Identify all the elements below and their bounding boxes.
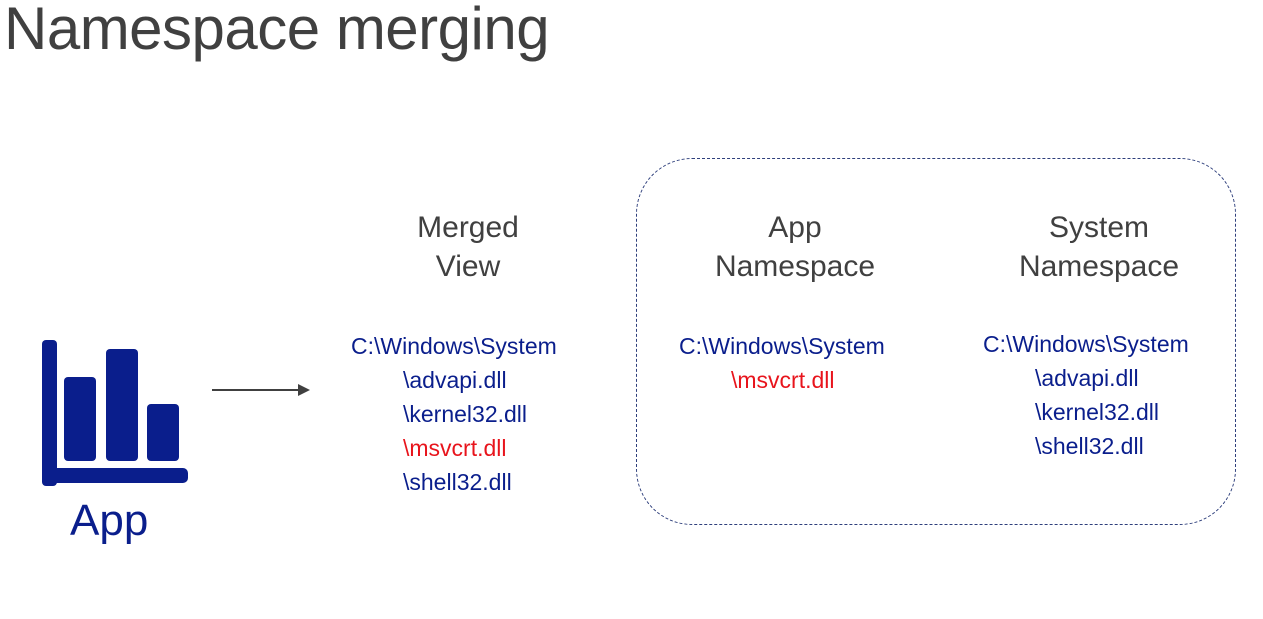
heading-line: Namespace bbox=[1018, 250, 1180, 283]
dll-item: \kernel32.dll bbox=[403, 401, 528, 427]
dll-item-highlighted: \msvcrt.dll bbox=[403, 435, 507, 461]
dll-item: \advapi.dll bbox=[1035, 365, 1139, 391]
root-path: C:\Windows\System bbox=[983, 331, 1189, 357]
dll-item-highlighted: \msvcrt.dll bbox=[731, 367, 835, 393]
app-namespace-list: C:\Windows\System \msvcrt.dll bbox=[679, 329, 885, 397]
system-namespace-heading: System Namespace bbox=[979, 208, 1219, 286]
system-namespace-list: C:\Windows\System \advapi.dll \kernel32.… bbox=[983, 327, 1189, 463]
arrow-right-icon bbox=[212, 384, 310, 396]
root-path: C:\Windows\System bbox=[679, 333, 885, 359]
dll-item: \shell32.dll bbox=[1035, 433, 1144, 459]
heading-line: Merged bbox=[417, 211, 519, 244]
bar-chart-icon bbox=[42, 340, 188, 486]
namespace-group-box bbox=[636, 158, 1236, 525]
dll-item: \shell32.dll bbox=[403, 469, 512, 495]
heading-line: Namespace bbox=[714, 250, 876, 283]
dll-item: \advapi.dll bbox=[403, 367, 507, 393]
app-label: App bbox=[70, 496, 149, 545]
merged-view-heading: Merged View bbox=[348, 208, 588, 286]
merged-view-list: C:\Windows\System \advapi.dll \kernel32.… bbox=[351, 329, 557, 499]
heading-line: View bbox=[435, 250, 501, 283]
root-path: C:\Windows\System bbox=[351, 333, 557, 359]
heading-line: System bbox=[1048, 211, 1150, 244]
page-title: Namespace merging bbox=[4, 0, 550, 62]
app-namespace-heading: App Namespace bbox=[675, 208, 915, 286]
dll-item: \kernel32.dll bbox=[1035, 399, 1160, 425]
heading-line: App bbox=[768, 211, 822, 244]
